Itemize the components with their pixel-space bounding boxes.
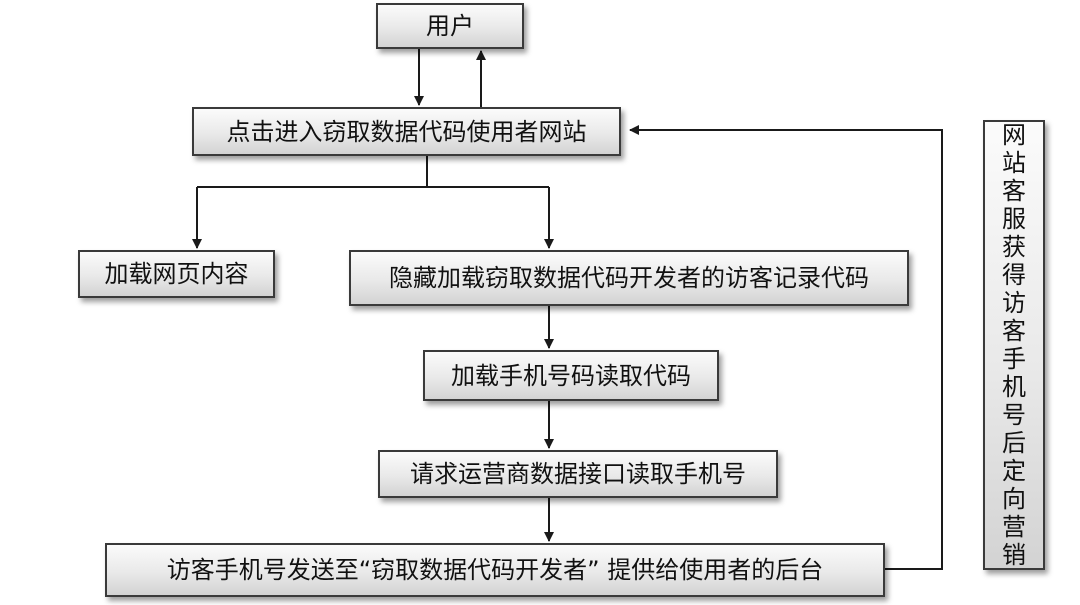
customer-service-marketing-box: 网站客服获得访客手机号后定向营销 (983, 120, 1045, 570)
user-box: 用户 (376, 3, 524, 49)
load-page-content-box: 加载网页内容 (78, 250, 275, 298)
feedback-loop-line (629, 125, 943, 570)
load-phone-read-code-box: 加载手机号码读取代码 (423, 350, 719, 401)
send-phone-to-backend-box: 访客手机号发送至“窃取数据代码开发者” 提供给使用者的后台 (105, 543, 885, 597)
hidden-load-visitor-code-box: 隐藏加载窃取数据代码开发者的访客记录代码 (349, 250, 909, 306)
request-carrier-api-box: 请求运营商数据接口读取手机号 (378, 450, 778, 498)
click-enter-site-box: 点击进入窃取数据代码使用者网站 (192, 107, 621, 156)
